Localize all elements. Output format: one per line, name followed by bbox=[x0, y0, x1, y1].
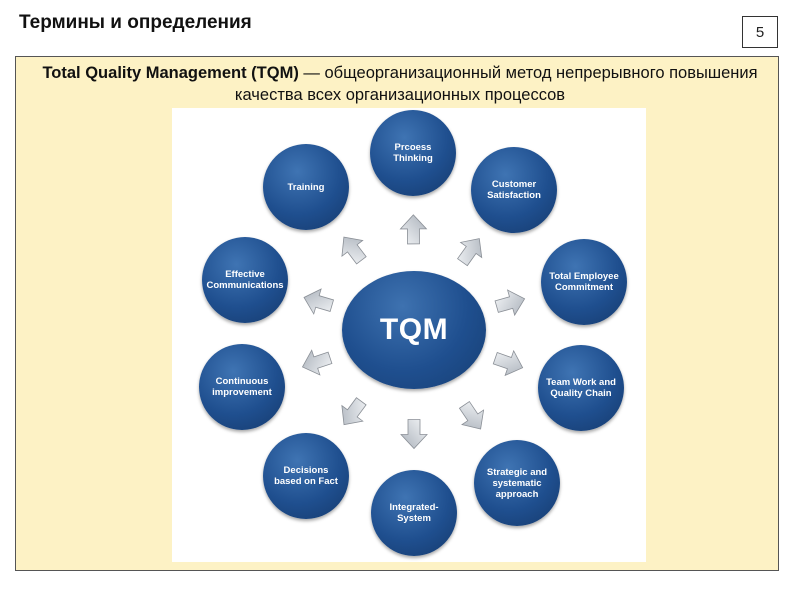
arrow-9 bbox=[341, 236, 367, 265]
arrow-4 bbox=[458, 400, 485, 430]
term-definition: — общеорганизационный метод непрерывного… bbox=[234, 64, 758, 104]
arrow-0 bbox=[399, 214, 428, 245]
node-training: Training bbox=[263, 144, 349, 230]
arrow-5 bbox=[400, 419, 428, 450]
page-number: 5 bbox=[742, 16, 778, 48]
node-customer-satisfaction: Customer Satisfaction bbox=[471, 147, 557, 233]
arrow-6 bbox=[341, 397, 367, 426]
arrow-7 bbox=[301, 349, 333, 376]
tqm-diagram: TQM Prcoess Thinking Customer Satisfacti… bbox=[172, 108, 646, 562]
slide-title: Термины и определения bbox=[19, 12, 252, 33]
term-label: Total Quality Management (TQM) bbox=[42, 64, 299, 82]
definition-heading: Total Quality Management (TQM) — общеорг… bbox=[40, 62, 760, 106]
tqm-center-node: TQM bbox=[342, 271, 486, 389]
arrow-1 bbox=[457, 238, 483, 267]
node-total-employee-commitment: Total Employee Commitment bbox=[541, 239, 627, 325]
arrow-8 bbox=[303, 288, 335, 315]
node-process-thinking: Prcoess Thinking bbox=[370, 110, 456, 196]
node-effective-communications: Effective Communications bbox=[202, 237, 288, 323]
node-team-work-quality-chain: Team Work and Quality Chain bbox=[538, 345, 624, 431]
arrow-3 bbox=[492, 349, 524, 377]
node-integrated-system: Integrated-System bbox=[371, 470, 457, 556]
node-decisions-based-on-fact: Decisions based on Fact bbox=[263, 433, 349, 519]
node-strategic-approach: Strategic and systematic approach bbox=[474, 440, 560, 526]
node-continuous-improvement: Continuous improvement bbox=[199, 344, 285, 430]
arrow-2 bbox=[494, 289, 526, 317]
arrows-layer bbox=[301, 214, 526, 450]
